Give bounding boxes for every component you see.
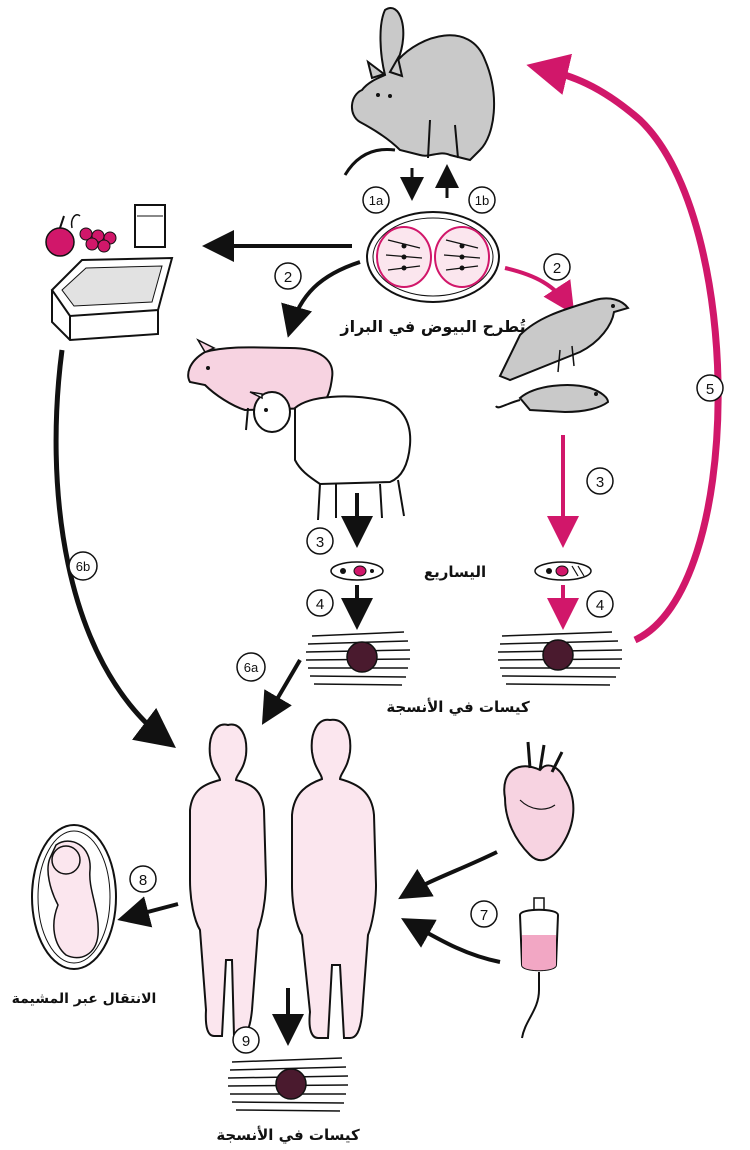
step-4-left: 4 [306, 589, 334, 617]
cat-icon [343, 7, 496, 176]
step-1b-label: 1b [475, 193, 489, 208]
step-2-right: 2 [543, 253, 571, 281]
step-6b-label: 6b [76, 559, 90, 574]
step-6b: 6b [68, 551, 98, 581]
arrow-6a [261, 658, 302, 725]
tissue-cysts-animals-label: كيسات في الأنسجة [386, 698, 530, 716]
step-2-left: 2 [274, 262, 302, 290]
arrow-8 [117, 896, 179, 928]
step-3-right-label: 3 [596, 474, 604, 491]
step-5-label: 5 [706, 381, 714, 398]
step-3-right: 3 [586, 467, 614, 495]
heart-icon [503, 741, 575, 862]
arrow-to-pig [281, 260, 361, 338]
tachyzoite-icon-right [534, 561, 592, 581]
step-2-right-label: 2 [553, 260, 561, 277]
step-9: 9 [232, 1026, 260, 1054]
mouse-icon [495, 384, 610, 414]
step-1a-label: 1a [369, 193, 384, 208]
tissue-cyst-icon-right [497, 631, 623, 686]
step-1a: 1a [362, 186, 390, 214]
step-3-left-label: 3 [316, 534, 324, 551]
transplacental-label: الانتقال عبر المشيمة [12, 991, 157, 1007]
step-1b: 1b [468, 186, 496, 214]
tissue-cyst-icon-human [227, 1057, 349, 1112]
arrow-6b [53, 349, 176, 749]
step-2-left-label: 2 [284, 269, 292, 286]
tachyzoites-label: اليساريع [424, 563, 486, 581]
oocysts-label: تُطرح البيوض في البراز [339, 317, 525, 337]
bird-icon [498, 297, 630, 382]
step-4-left-label: 4 [316, 596, 324, 613]
arrow-7-blood [401, 918, 501, 964]
food-icon [45, 204, 174, 342]
step-9-label: 9 [242, 1033, 250, 1050]
arrow-to-bird [504, 266, 575, 315]
step-8-label: 8 [139, 872, 147, 889]
step-4-right: 4 [586, 590, 614, 618]
step-4-right-label: 4 [596, 597, 604, 614]
tissue-cysts-human-label: كيسات في الأنسجة [216, 1126, 360, 1144]
step-5: 5 [696, 374, 724, 402]
pig-icon [187, 338, 334, 431]
arrow-7-heart [398, 850, 498, 900]
oocyst-icon [366, 211, 500, 303]
fetus-icon [31, 824, 117, 970]
step-6a-label: 6a [244, 660, 259, 675]
step-3-left: 3 [306, 527, 334, 555]
step-7: 7 [470, 900, 498, 928]
sheep-icon [249, 391, 412, 521]
blood-bag-icon [518, 897, 560, 1039]
step-8: 8 [129, 865, 157, 893]
arrow-5 [526, 53, 722, 644]
step-7-label: 7 [480, 907, 488, 924]
tachyzoite-icon-left [330, 561, 384, 581]
humans-icon [189, 718, 378, 1039]
tissue-cyst-icon-left [305, 631, 411, 686]
step-6a: 6a [236, 652, 266, 682]
